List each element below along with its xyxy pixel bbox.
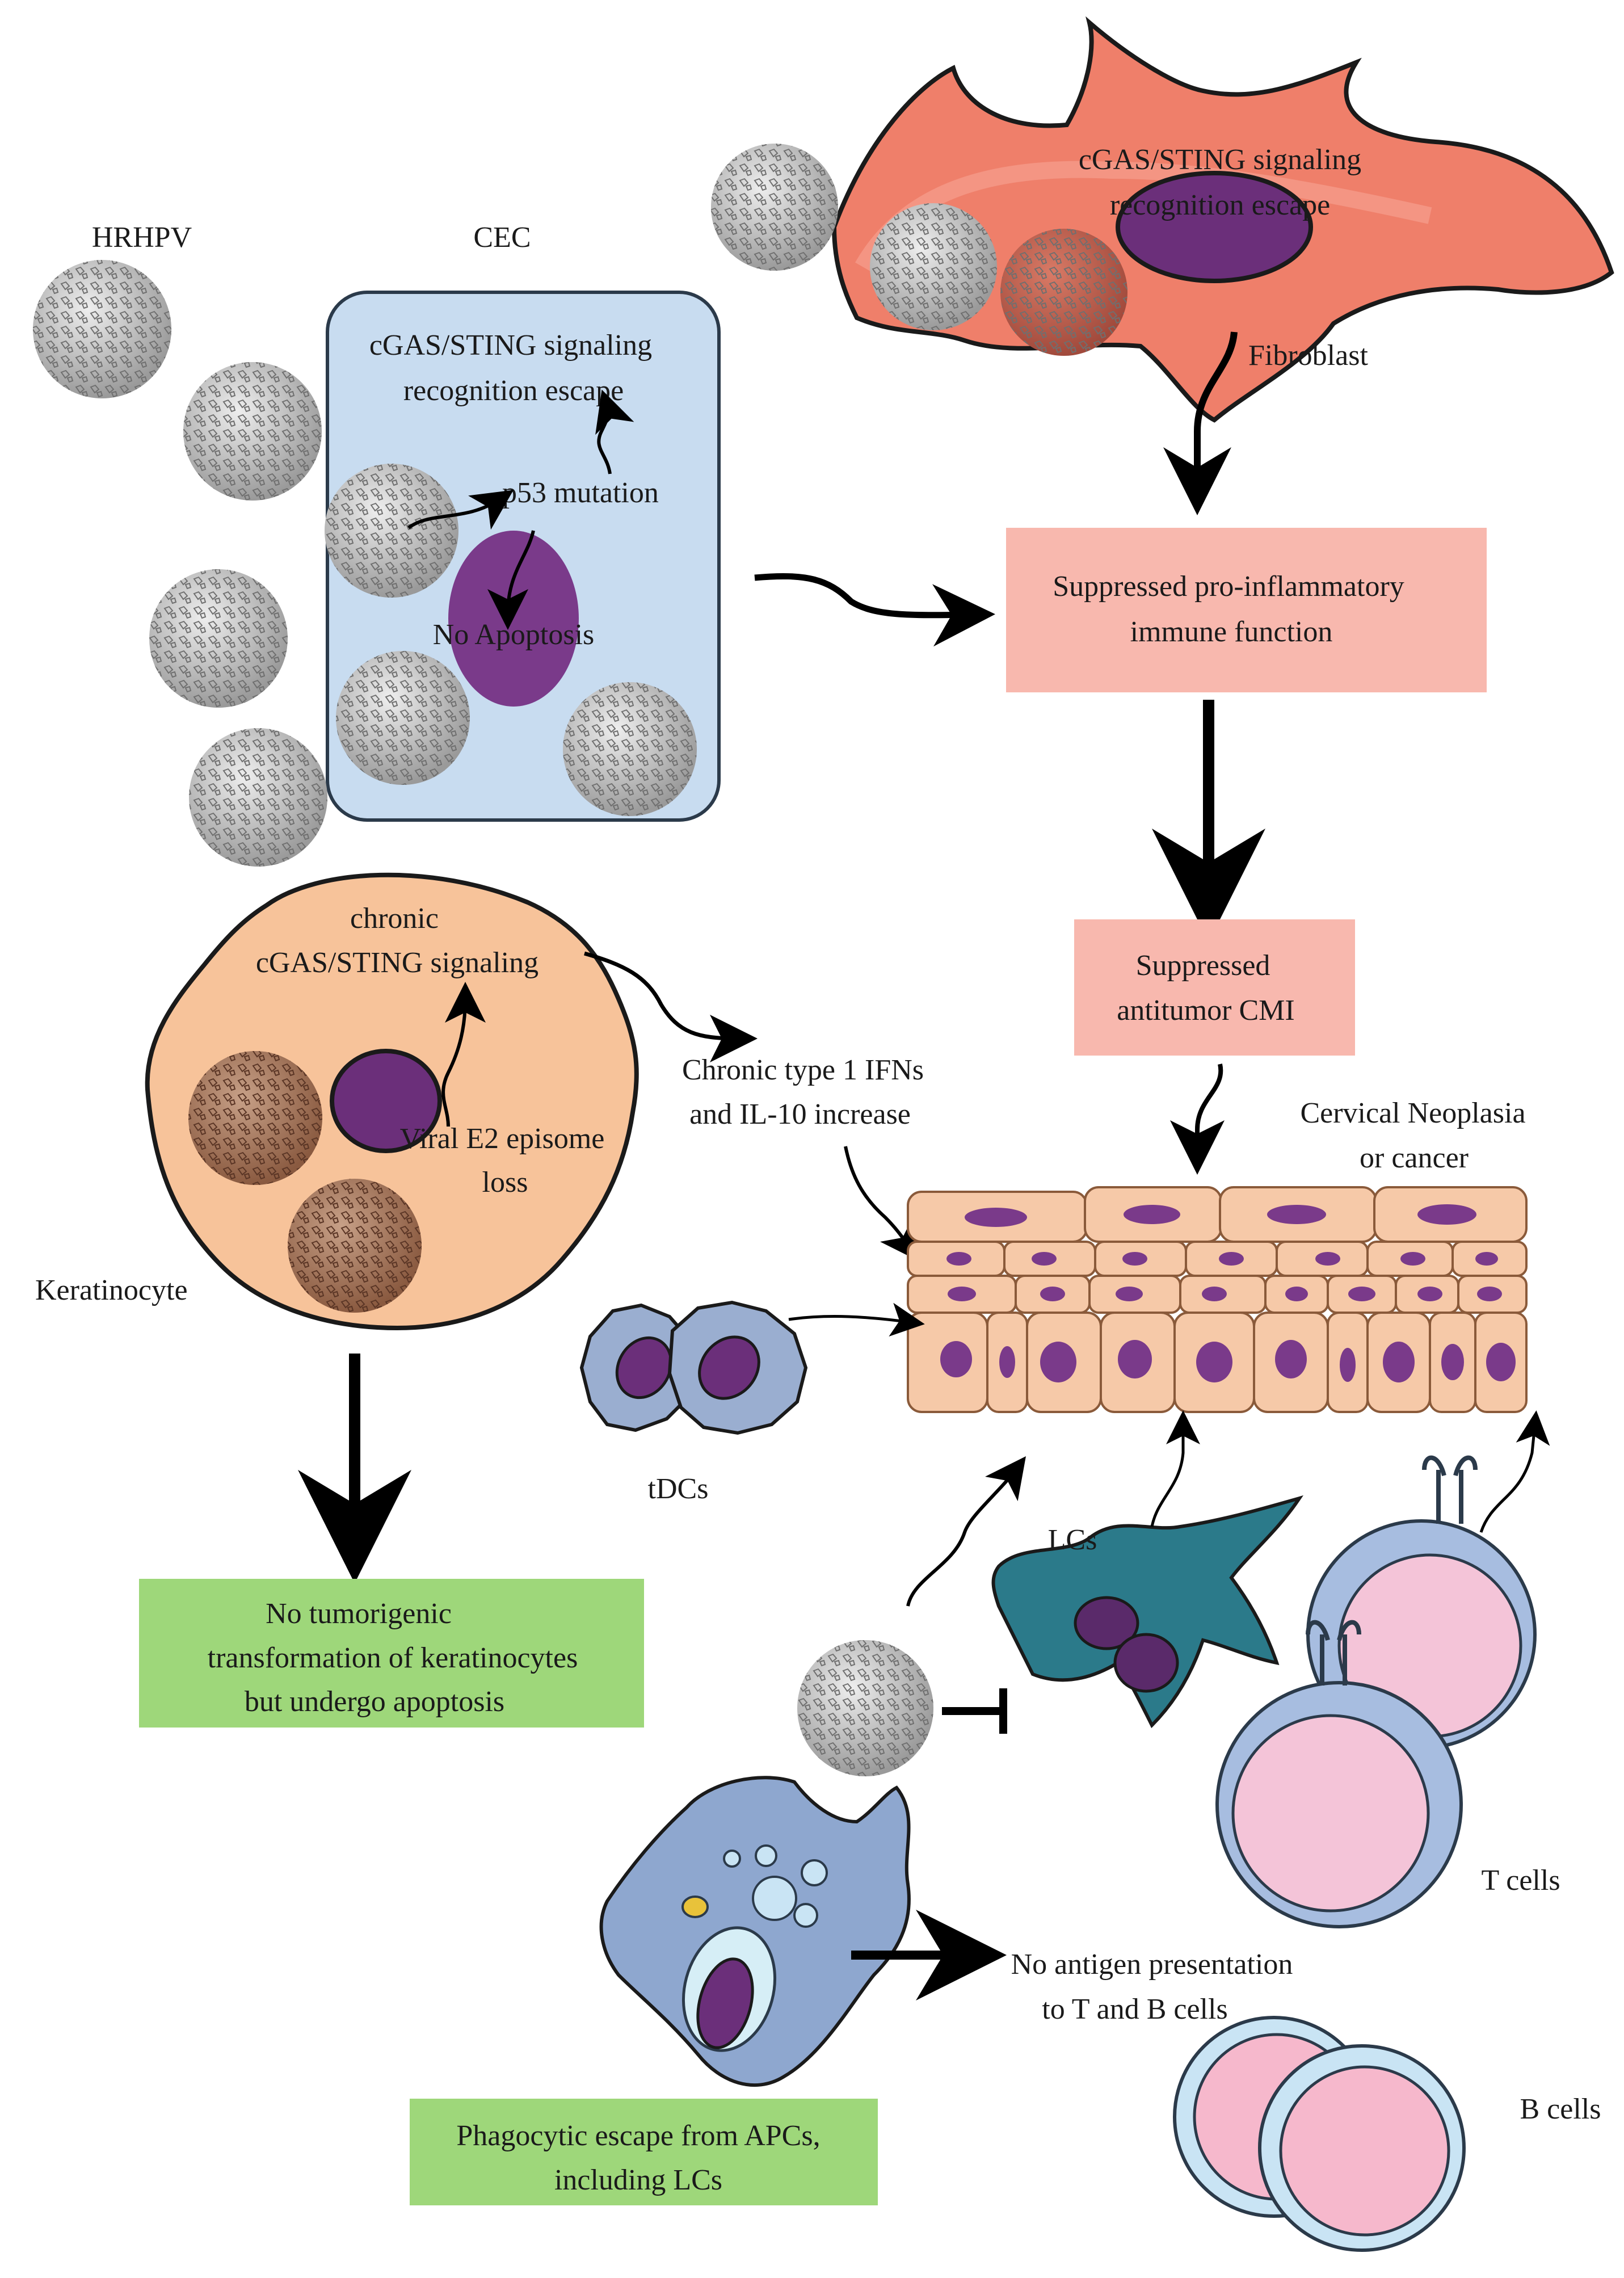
virus-particle	[189, 728, 327, 867]
arrow-virus-to-p53	[407, 490, 514, 530]
cec-signal-label-1: cGAS/STING signaling	[369, 329, 652, 362]
keratinocyte-label: Keratinocyte	[35, 1274, 188, 1306]
lcs-label: LCs	[1048, 1524, 1097, 1556]
suppressed-pro-label-2: immune function	[1130, 616, 1333, 648]
tdc-cells	[579, 1300, 808, 1435]
virus-particle	[1000, 229, 1127, 356]
fibroblast-signal-label-2: recognition escape	[1110, 189, 1330, 221]
no-tumor-label-1: No tumorigenic	[266, 1598, 452, 1630]
virus-particle	[563, 682, 697, 816]
cec-signal-label-2: recognition escape	[403, 375, 624, 407]
cervical-label-2: or cancer	[1360, 1142, 1469, 1174]
cec-label: CEC	[473, 221, 531, 254]
p53-mutation-label: p53 mutation	[502, 477, 659, 509]
virus-particle	[33, 260, 171, 398]
arrow-fibroblast-to-box	[1163, 331, 1238, 515]
t-cells-label: T cells	[1481, 1864, 1560, 1897]
epithelial-row	[907, 1186, 1528, 1243]
epithelium-tissue	[907, 1186, 1528, 1413]
phago-label-2: including LCs	[554, 2164, 722, 2196]
tdcs-label: tDCs	[648, 1473, 709, 1505]
no-apoptosis-label: No Apoptosis	[433, 619, 595, 651]
virus-particle	[797, 1640, 933, 1776]
t-cell	[1215, 1620, 1463, 1928]
epithelial-row	[907, 1312, 1528, 1413]
b-cell	[1258, 2044, 1466, 2252]
epithelial-row	[907, 1241, 1528, 1277]
chronic-signal-label: cGAS/STING signaling	[256, 947, 538, 979]
suppressed-cmi-box	[1074, 919, 1355, 1056]
arrow-cec-to-box	[754, 573, 995, 647]
arrow-cmi-to-epithelium	[1170, 1064, 1225, 1175]
no-tumor-label-3: but undergo apoptosis	[245, 1686, 504, 1718]
langerhans-cells	[991, 1495, 1304, 1729]
phago-label-1: Phagocytic escape from APCs,	[456, 2120, 820, 2152]
arrow-p53-to-no-apoptosis	[487, 530, 535, 630]
no-tumorigenic-box	[139, 1579, 644, 1728]
arrow-signal-to-ifn	[584, 951, 758, 1062]
chronic-label: chronic	[350, 902, 439, 935]
suppressed-pro-inflammatory-box	[1006, 528, 1487, 692]
virus-particle	[183, 362, 322, 501]
suppressed-pro-label-1: Suppressed pro-inflammatory	[1053, 570, 1404, 603]
b-cells-label: B cells	[1520, 2093, 1601, 2125]
arrow-e2-to-signal	[441, 982, 486, 1127]
viral-e2-label-1: Viral E2 episome	[400, 1123, 605, 1155]
suppressed-cmi-label-2: antitumor CMI	[1117, 994, 1294, 1027]
keratinocyte-nucleus	[330, 1049, 442, 1153]
arrow-lc-to-epithelium	[1150, 1410, 1200, 1527]
fibroblast-nucleus	[1116, 171, 1313, 283]
virus-particle	[336, 651, 470, 785]
virus-particle	[325, 464, 458, 598]
no-antigen-label-1: No antigen presentation	[1011, 1948, 1293, 1981]
viral-e2-label-2: loss	[482, 1166, 528, 1199]
arrow-tdcs-to-epithelium	[788, 1302, 925, 1337]
chronic-ifn-label-1: Chronic type 1 IFNs	[682, 1054, 924, 1086]
cervical-label-1: Cervical Neoplasia	[1300, 1097, 1525, 1129]
epithelial-row	[907, 1275, 1528, 1314]
arrow-p53-to-signal	[595, 389, 634, 474]
virus-particle	[288, 1179, 422, 1313]
fibroblast-label: Fibroblast	[1248, 339, 1368, 372]
chronic-ifn-label-2: and IL-10 increase	[689, 1098, 911, 1130]
fibroblast-signal-label-1: cGAS/STING signaling	[1079, 144, 1361, 176]
no-tumor-label-2: transformation of keratinocytes	[208, 1642, 578, 1674]
virus-particle	[711, 144, 838, 271]
arrow-tcell-to-epithelium	[1479, 1410, 1550, 1533]
virus-particle	[188, 1051, 322, 1185]
phagocytic-escape-box	[410, 2099, 878, 2205]
arrow-ifn-to-epithelium	[844, 1146, 921, 1263]
suppressed-cmi-label-1: Suppressed	[1136, 949, 1270, 982]
virus-particle	[149, 569, 288, 708]
arrow-virus-to-epithelium	[906, 1456, 1026, 1607]
hrhpv-label: HRHPV	[92, 221, 192, 254]
antigen-presenting-cell	[599, 1776, 911, 2087]
virus-particle	[870, 203, 997, 330]
inhibition-arrow	[942, 1688, 1007, 1734]
no-antigen-label-2: to T and B cells	[1042, 1993, 1227, 2025]
